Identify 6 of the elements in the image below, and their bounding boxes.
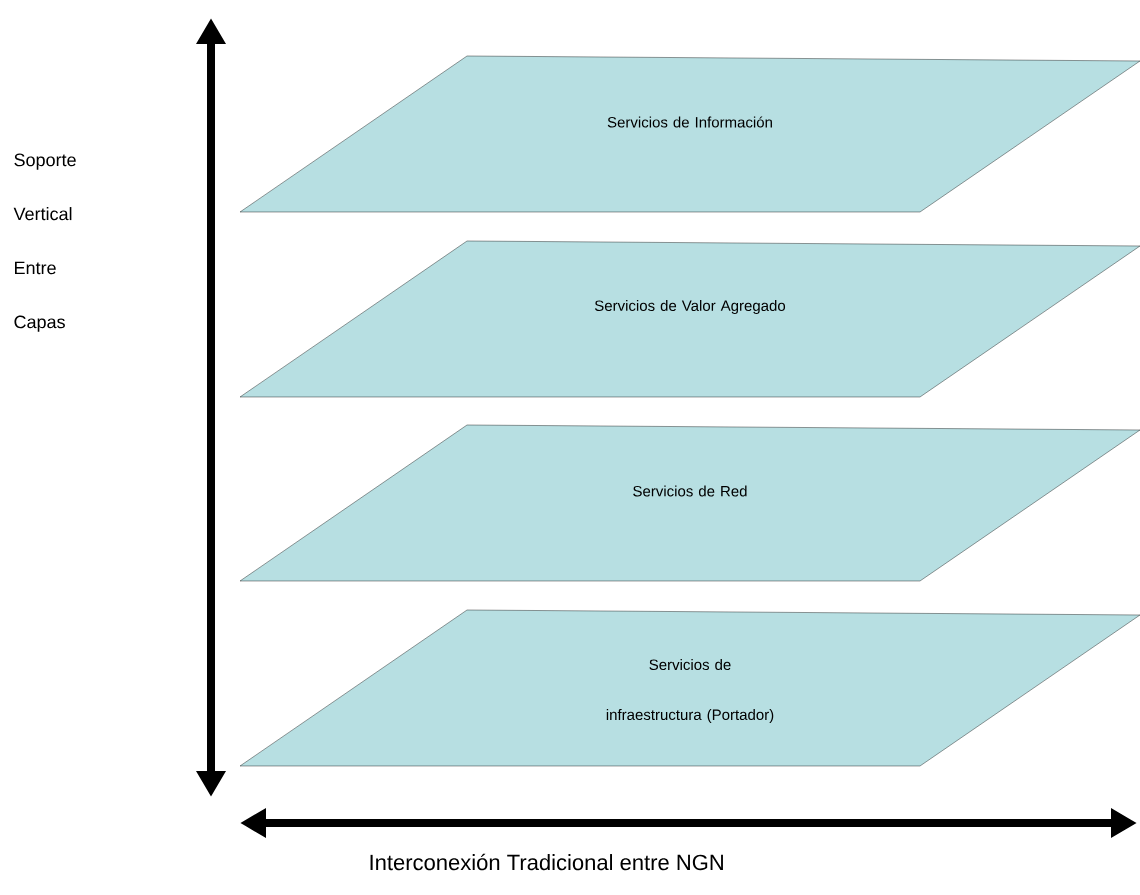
layer-plane: Servicios de Información bbox=[239, 55, 1140, 213]
layer-plane: Servicios de infraestructura (Portador) bbox=[239, 609, 1140, 767]
axis-label: Interconexión Tradicional entre NGN bbox=[370, 853, 723, 871]
axis-label: Soporte Vertical Entre Capas bbox=[13, 153, 76, 332]
layer-plane: Servicios de Valor Agregado bbox=[239, 240, 1140, 398]
layer-plane: Servicios de Red bbox=[239, 424, 1140, 582]
